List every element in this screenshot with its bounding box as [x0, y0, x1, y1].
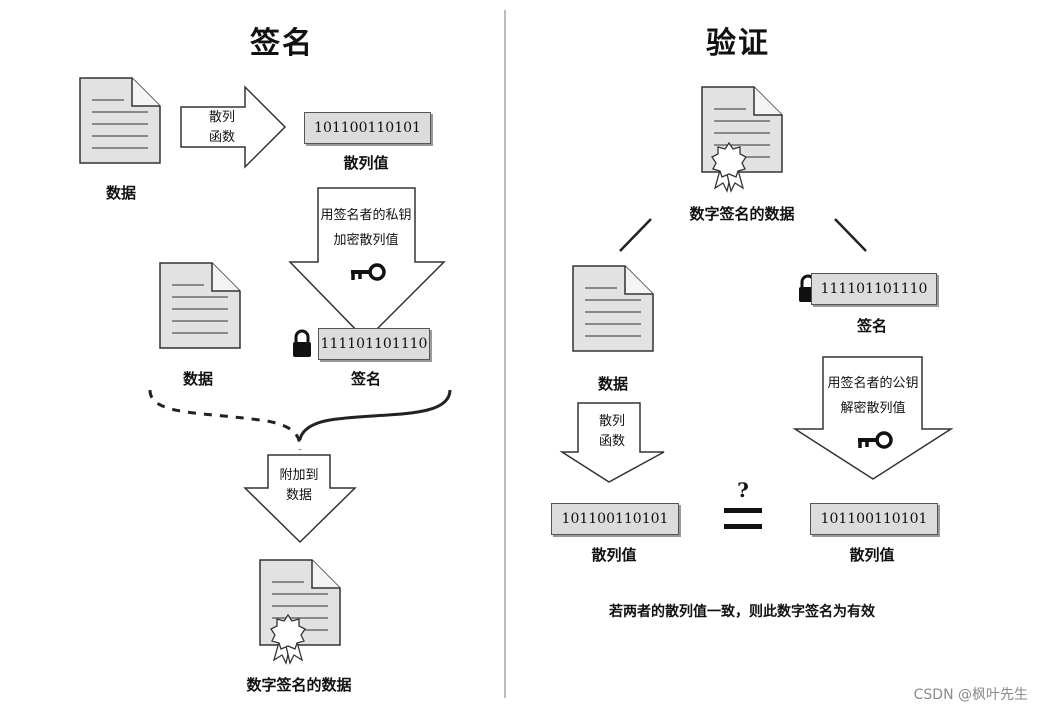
split-line-right	[834, 218, 867, 252]
verify-decrypt-line2: 解密散列值	[840, 401, 906, 416]
sign-hash-function-arrow	[180, 85, 287, 169]
verify-hash-function-arrow	[559, 402, 665, 483]
question-mark: ?	[737, 478, 749, 502]
verification-conclusion: 若两者的散列值一致，则此数字签名为有效	[609, 604, 875, 620]
sign-encrypt-arrow	[288, 187, 446, 342]
attach-label: 附加到 数据	[279, 466, 318, 506]
sign-encrypt-line2: 加密散列值	[333, 233, 399, 248]
verify-decrypt-label: 用签名者的公钥 解密散列值	[827, 371, 918, 421]
verify-decrypt-arrow	[792, 356, 954, 480]
verify-signed-data-label: 数字签名的数据	[689, 205, 795, 223]
sign-lock-icon	[291, 329, 313, 359]
dashed-brace	[148, 389, 302, 451]
sign-title: 签名	[250, 26, 314, 61]
split-line-left	[619, 218, 652, 252]
sign-signed-data-label: 数字签名的数据	[246, 676, 352, 694]
attach-line1: 附加到	[279, 468, 319, 483]
sign-data-document-icon	[159, 262, 241, 349]
verify-hash-value-left-box: 101100110101	[551, 503, 679, 535]
verify-hash-label-right: 散列值	[849, 546, 895, 564]
verify-hash-label-left: 散列值	[591, 546, 637, 564]
sign-encrypt-label: 用签名者的私钥 加密散列值	[320, 203, 411, 253]
watermark: CSDN @枫叶先生	[913, 687, 1028, 703]
verify-title: 验证	[706, 26, 770, 61]
verify-hash-function-label: 散列 函数	[599, 412, 625, 452]
sign-signature-box: 111101101110	[318, 328, 430, 360]
verify-signature-label: 签名	[856, 317, 888, 335]
sign-hash-label: 散列值	[343, 154, 389, 172]
verify-hash-function-line1: 散列	[598, 414, 626, 429]
verify-data-label: 数据	[597, 375, 629, 393]
sign-data-label-2: 数据	[182, 370, 214, 388]
equals-bar-bottom	[724, 524, 762, 529]
verify-hash-function-line2: 函数	[598, 434, 626, 449]
verify-data-document-icon	[572, 265, 654, 352]
solid-brace	[298, 389, 452, 441]
verify-signature-box: 111101101110	[811, 273, 937, 305]
verify-decrypt-line1: 用签名者的公钥	[827, 376, 919, 391]
sign-document-icon	[79, 77, 161, 164]
sign-data-label: 数据	[105, 184, 137, 202]
sign-hash-function-label: 散列 函数	[209, 108, 235, 148]
verify-hash-value-right-box: 101100110101	[810, 503, 938, 535]
sign-hash-function-line2: 函数	[208, 130, 236, 145]
sign-hash-function-line1: 散列	[208, 110, 236, 125]
sign-hash-value-box: 101100110101	[304, 112, 431, 144]
equals-bar-top	[724, 508, 762, 513]
sign-encrypt-line1: 用签名者的私钥	[320, 208, 412, 223]
attach-arrow	[243, 454, 357, 544]
attach-line2: 数据	[285, 488, 313, 503]
sign-signature-label: 签名	[350, 370, 382, 388]
